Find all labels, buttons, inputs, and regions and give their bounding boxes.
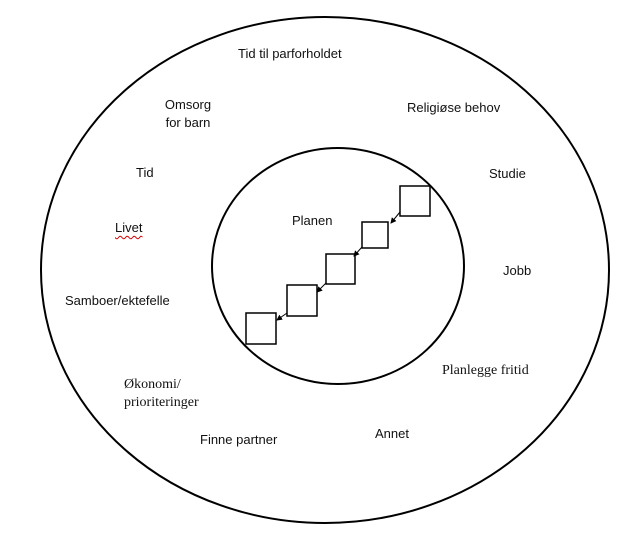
outer-circle [40, 16, 610, 524]
label-omsorg-line2: for barn [165, 115, 211, 130]
label-okonomi-prioriteringer: Økonomi/ prioriteringer [124, 377, 199, 410]
inner-circle [211, 147, 465, 385]
step-box-1 [399, 185, 431, 217]
label-livet: Livet [115, 220, 143, 235]
step-arrow-2 [353, 246, 363, 257]
label-studie: Studie [489, 166, 526, 181]
label-okonomi-line1: Økonomi/ [124, 377, 181, 392]
label-annet: Annet [375, 426, 409, 441]
label-samboer-ektefelle: Samboer/ektefelle [65, 293, 170, 308]
label-jobb: Jobb [503, 263, 532, 278]
label-planen: Planen [292, 213, 333, 228]
label-omsorg-for-barn: Omsorg for barn [156, 97, 220, 130]
step-arrow-1 [390, 211, 401, 224]
label-tid-til-parforholdet: Tid til parforholdet [238, 46, 342, 61]
step-box-3 [325, 253, 356, 285]
step-box-5 [245, 312, 277, 345]
label-finne-partner: Finne partner [200, 432, 278, 447]
label-tid: Tid [136, 165, 154, 180]
label-omsorg-line1: Omsorg [164, 97, 212, 112]
step-arrow-4 [276, 312, 288, 321]
label-religiose-behov: Religiøse behov [407, 100, 501, 115]
label-planlegge-fritid: Planlegge fritid [442, 363, 529, 378]
step-box-2 [361, 221, 389, 249]
step-arrow-3 [316, 282, 327, 293]
step-box-4 [286, 284, 318, 317]
label-okonomi-line2: prioriteringer [124, 395, 199, 410]
